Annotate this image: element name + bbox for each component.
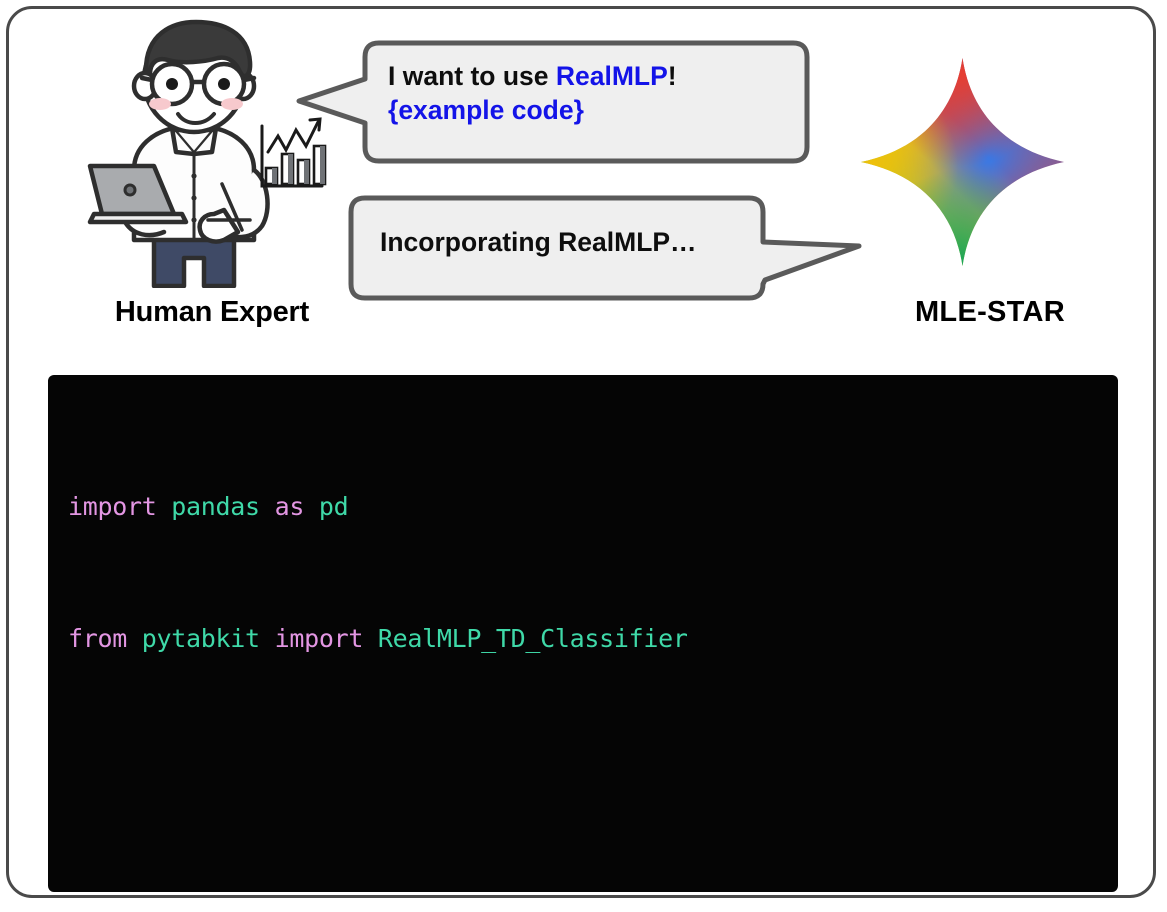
user-bubble-text: I want to use RealMLP! {example code} [388,60,798,128]
code-token [260,492,275,521]
illustration-row: Human Expert [0,0,1167,365]
code-token: ) [688,888,703,892]
code-line: train_df = pd.read_csv("./input/train.cs… [68,881,1118,892]
code-token: import [274,624,364,653]
code-token: RealMLP_TD_Classifier [377,624,688,653]
user-bubble-line2: {example code} [388,94,584,125]
code-token: pytabkit [141,624,260,653]
code-token [157,492,172,521]
user-bubble-line1-suffix: ! [667,61,677,91]
code-token [304,492,319,521]
realmlp-highlight: RealMLP [555,61,668,91]
code-token: import [68,492,157,521]
chart-icon [260,117,327,188]
code-block: import pandas as pd from pytabkit import… [48,375,1118,892]
code-token: = [186,888,230,892]
code-line: from pytabkit import RealMLP_TD_Classifi… [68,617,1118,661]
human-expert-label: Human Expert [114,296,310,328]
outer-frame [6,6,1156,898]
mle-star-label: MLE-STAR [914,296,1066,328]
agent-speech-bubble: Incorporating RealMLP… [345,192,867,304]
code-token: "./input/train.csv" [407,888,688,892]
code-token: pd [318,492,349,521]
code-token: ( [393,888,408,892]
user-bubble-line1: I want to use RealMLP! [388,60,798,94]
code-line: import pandas as pd [68,485,1118,529]
user-speech-bubble: I want to use RealMLP! {example code} [293,37,811,167]
user-bubble-line1-prefix: I want to use [388,61,556,91]
code-token: pandas [171,492,260,521]
code-token [363,624,378,653]
code-token [127,624,142,653]
code-token: as [274,492,305,521]
human-expert-illustration [72,18,352,288]
code-token: . [260,888,275,892]
agent-bubble-text: Incorporating RealMLP… [380,227,697,257]
code-token: train_df [68,888,186,892]
code-line-blank [68,749,1118,793]
code-token [260,624,275,653]
code-content: import pandas as pd from pytabkit import… [68,397,1118,892]
code-token: read_csv [275,888,393,892]
mle-star-sparkle-icon [855,52,1070,272]
code-token: from [68,624,128,653]
code-token: pd [230,888,260,892]
